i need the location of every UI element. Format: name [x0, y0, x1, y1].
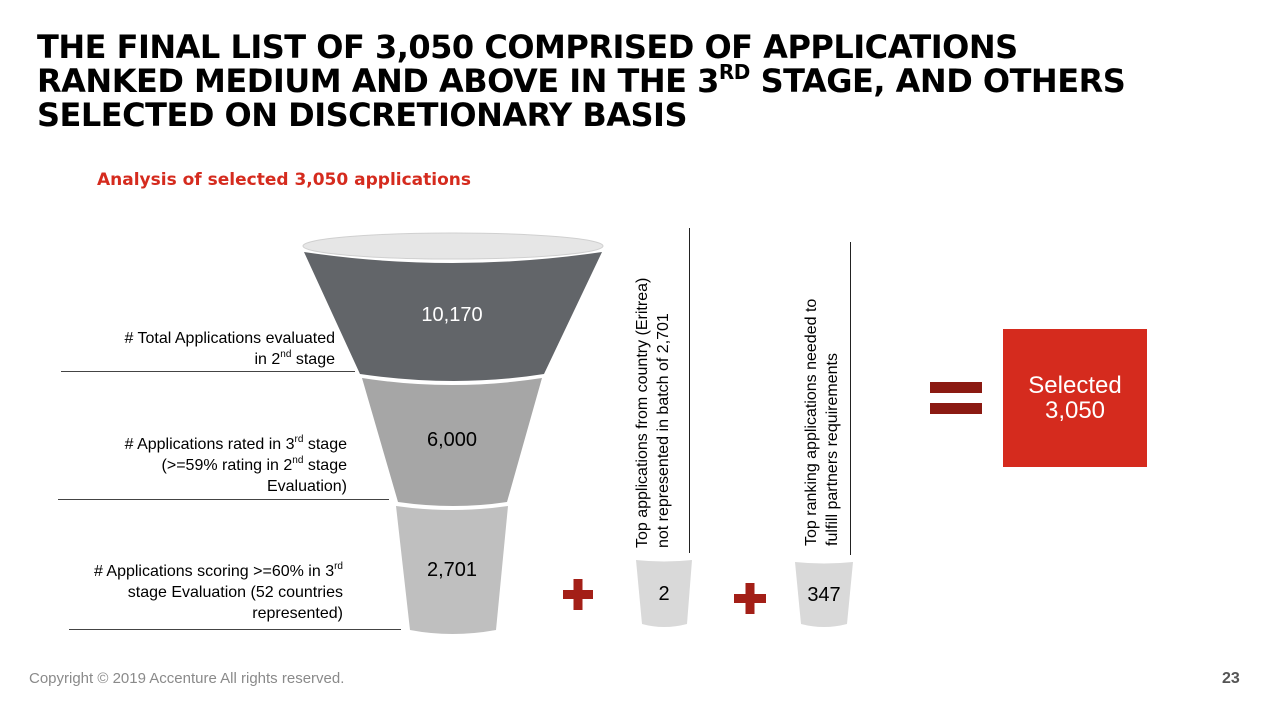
page-title: THE FINAL LIST OF 3,050 COMPRISED OF APP…: [37, 30, 1237, 132]
selected-total-box: Selected 3,050: [1003, 329, 1147, 467]
addition-eritrea-desc-line-1: Top applications from country (Eritrea): [634, 277, 651, 548]
stage-3-label-line-2: stage Evaluation (52 countries: [127, 584, 343, 601]
funnel-stage-2-shape: [362, 378, 542, 506]
stage-1-label-line-2-text: in 2: [254, 351, 281, 368]
addition-eritrea-value: 2: [658, 583, 670, 605]
equals-icon: [930, 382, 982, 414]
section-subtitle: Analysis of selected 3,050 applications: [97, 170, 471, 190]
stage-2-label-line-1-text: # Applications rated in 3: [124, 436, 295, 453]
stage-3-label-line-1-text: # Applications scoring >=60% in 3: [93, 563, 335, 580]
addition-partners-value: 347: [807, 584, 841, 606]
stage-2-label-line-2-text: (>=59% rating in 2: [161, 457, 293, 474]
stage-3-divider: [69, 629, 401, 630]
title-line-2-sup: RD: [718, 60, 751, 84]
stage-3-label-line-1: # Applications scoring >=60% in 3rd: [20, 561, 343, 582]
funnel-rim: [302, 232, 604, 260]
stage-2-label-line-1-sup: rd: [294, 434, 304, 445]
addition-partners-bracket: [850, 242, 851, 555]
addition-eritrea-desc-line-2: not represented in batch of 2,701: [655, 313, 672, 548]
stage-2-label-line-2-tail: stage: [303, 457, 347, 474]
stage-3-label-line-1-sup: rd: [334, 561, 343, 572]
funnel-stage-2-label: # Applications rated in 3rd stage (>=59%…: [40, 434, 347, 497]
title-line-2-tail: STAGE, AND OTHERS: [749, 62, 1126, 100]
addition-partners-description: Top ranking applications needed to fulfi…: [801, 250, 843, 546]
stage-1-label-line-2: in 2nd stage: [40, 349, 335, 370]
stage-1-label-line-2-tail: stage: [291, 351, 335, 368]
page-number: 23: [1222, 670, 1240, 687]
funnel-stage-3-label: # Applications scoring >=60% in 3rd stag…: [20, 561, 343, 624]
addition-partners-desc-line-2: fulfill partners requirements: [824, 353, 841, 546]
copyright-text: Copyright © 2019 Accenture All rights re…: [29, 670, 345, 687]
title-line-2: RANKED MEDIUM AND ABOVE IN THE 3RD STAGE…: [37, 62, 1237, 100]
stage-1-label-line-1: # Total Applications evaluated: [124, 330, 335, 347]
title-line-1: THE FINAL LIST OF 3,050 COMPRISED OF APP…: [37, 28, 1018, 66]
funnel-stage-1-value: 10,170: [421, 304, 483, 326]
funnel-stage-1-shape: [304, 252, 602, 381]
funnel-stage-1-label: # Total Applications evaluated in 2nd st…: [40, 328, 335, 370]
title-line-3: SELECTED ON DISCRETIONARY BASIS: [37, 96, 688, 134]
stage-2-label-line-1-tail: stage: [303, 436, 347, 453]
stage-2-label-line-2: (>=59% rating in 2nd stage: [40, 455, 347, 476]
selected-total-label: Selected: [1028, 372, 1122, 399]
addition-eritrea-description: Top applications from country (Eritrea) …: [632, 224, 674, 548]
addition-eritrea-bracket: [689, 228, 690, 553]
addition-partners-desc-line-1: Top ranking applications needed to: [803, 298, 820, 546]
plus-icon: [734, 583, 766, 614]
stage-2-label-line-2-sup: nd: [292, 455, 304, 466]
stage-2-label-line-3: Evaluation): [266, 478, 347, 495]
funnel-stage-3-value: 2,701: [426, 559, 478, 581]
cup-partners-shape: [795, 562, 853, 627]
cup-eritrea-shape: [636, 560, 692, 627]
title-line-2-text: RANKED MEDIUM AND ABOVE IN THE 3: [37, 62, 719, 100]
stage-1-divider: [61, 371, 355, 372]
selected-total-value: 3,050: [1044, 397, 1106, 424]
plus-icon: [563, 579, 593, 610]
funnel-stage-3-shape: [396, 506, 508, 634]
stage-1-label-line-2-sup: nd: [280, 349, 292, 360]
stage-3-label-line-3: represented): [252, 605, 343, 622]
funnel-stage-2-value: 6,000: [426, 429, 478, 451]
stage-2-label-line-1: # Applications rated in 3rd stage: [40, 434, 347, 455]
stage-2-divider: [58, 499, 389, 500]
